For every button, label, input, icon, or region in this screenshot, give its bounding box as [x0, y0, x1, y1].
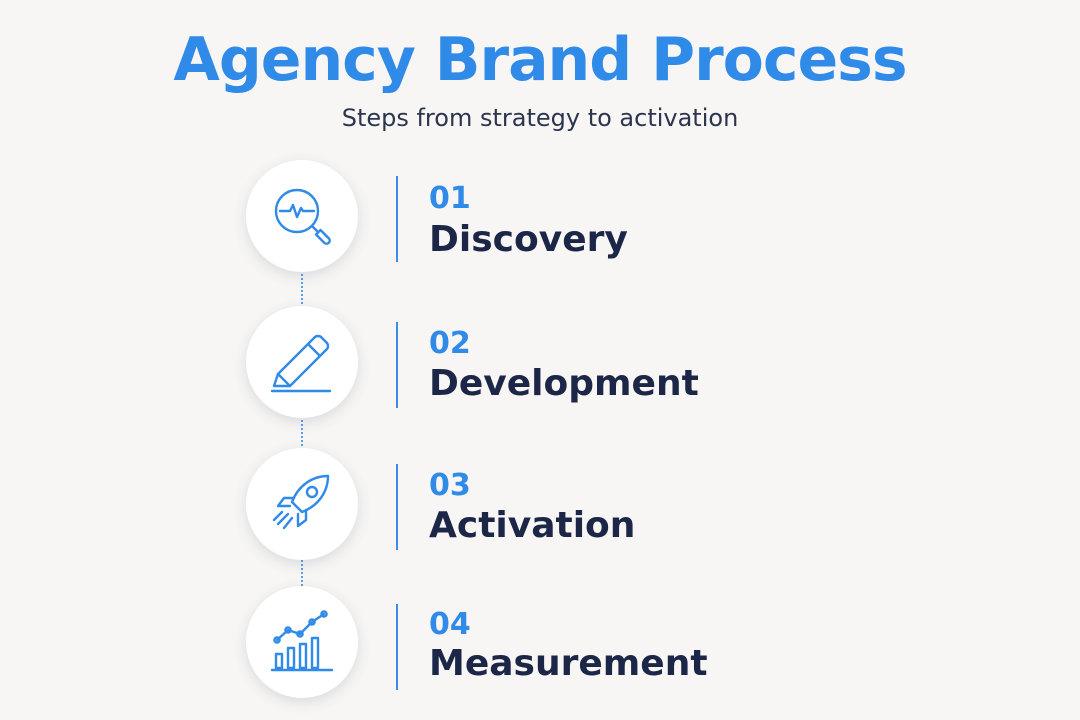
- step-divider: [396, 604, 398, 690]
- step-icon-circle: [246, 306, 358, 418]
- step-label: Activation: [429, 505, 636, 546]
- step-icon-circle: [246, 448, 358, 560]
- step-connector: [301, 560, 303, 590]
- step-connector: [301, 274, 303, 304]
- step-divider: [396, 176, 398, 262]
- step-icon-circle: [246, 160, 358, 272]
- step-divider: [396, 322, 398, 408]
- page-title: Agency Brand Process: [173, 25, 907, 95]
- magnifier-pulse-icon: [274, 188, 331, 245]
- step-number: 03: [429, 468, 471, 503]
- step-label: Development: [429, 363, 699, 404]
- step-label: Measurement: [429, 643, 708, 684]
- step-icon-circle: [246, 586, 358, 698]
- step-number: 01: [429, 181, 471, 216]
- rocket-icon: [272, 474, 330, 530]
- step-number: 02: [429, 326, 471, 361]
- page-subtitle: Steps from strategy to activation: [341, 104, 739, 132]
- step-connector: [301, 420, 303, 450]
- growth-chart-icon: [270, 610, 334, 672]
- step-divider: [396, 464, 398, 550]
- step-label: Discovery: [429, 219, 628, 260]
- pencil-icon: [270, 334, 332, 393]
- step-number: 04: [429, 607, 471, 642]
